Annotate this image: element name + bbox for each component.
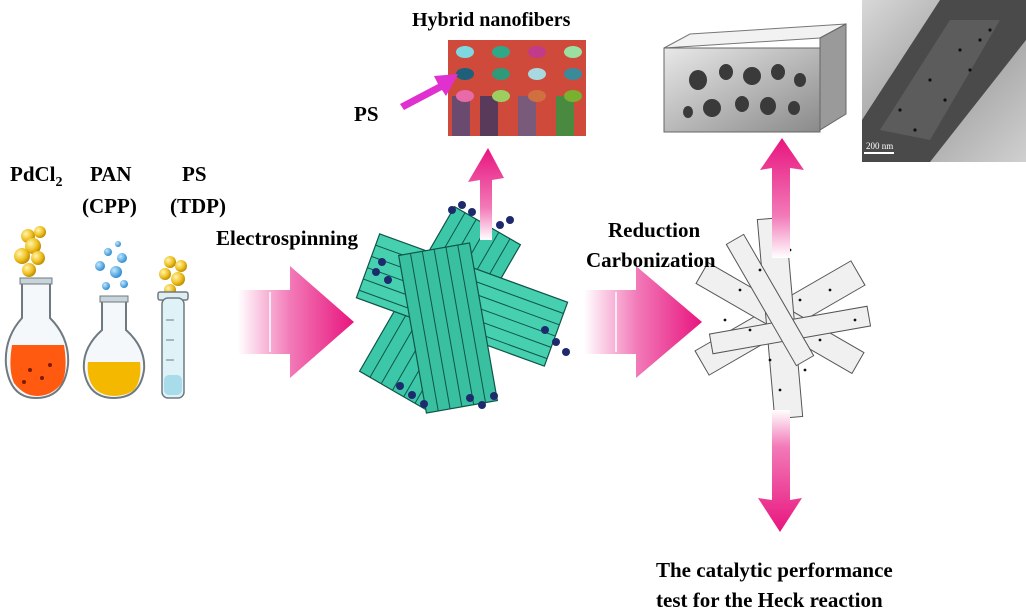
- block-dot: [564, 90, 582, 102]
- blue-bubbles: [95, 241, 128, 290]
- block-dot: [492, 90, 510, 102]
- carbonization-label: Carbonization: [586, 250, 716, 271]
- electrospinning-arrow: [238, 266, 354, 378]
- electrospinning-label: Electrospinning: [216, 228, 358, 249]
- block-dot: [528, 90, 546, 102]
- tem-micrograph: [862, 0, 1026, 162]
- hybrid-nanofibers-label: Hybrid nanofibers: [412, 10, 570, 30]
- block-dot: [456, 46, 474, 58]
- block-dot: [564, 46, 582, 58]
- pdcl2-flask: [6, 226, 68, 398]
- catalytic-line2: test for the Heck reaction: [656, 590, 883, 611]
- cpp-label: (CPP): [82, 196, 137, 217]
- carbon-down-arrow: [758, 410, 802, 532]
- pan-flask: [84, 241, 144, 398]
- block-dot: [528, 68, 546, 80]
- porous-block: [664, 24, 846, 132]
- pdcl2-label: PdCl2: [10, 164, 63, 190]
- pan-label: PAN: [90, 164, 132, 185]
- gold-bubbles-right: [159, 256, 187, 296]
- ps-arrow-label: PS: [354, 104, 379, 125]
- ps-reagent-label: PS: [182, 164, 207, 185]
- block-dot: [456, 68, 474, 80]
- block-dot: [528, 46, 546, 58]
- catalytic-line1: The catalytic performance: [656, 560, 893, 581]
- hybrid-nanofiber-block: [448, 40, 586, 136]
- block-dot: [492, 68, 510, 80]
- pdcl2-main: PdCl: [10, 162, 56, 186]
- pdcl2-subscript: 2: [56, 175, 63, 190]
- tdp-label: (TDP): [170, 196, 226, 217]
- ps-tube: [158, 256, 188, 398]
- gold-bubbles-left: [14, 226, 46, 277]
- block-dot: [456, 90, 474, 102]
- tem-scale-label: 200 nm: [866, 142, 893, 151]
- hybrid-fiber-bundle: [356, 201, 570, 413]
- reduction-arrow: [584, 266, 702, 378]
- reduction-label: Reduction: [608, 220, 700, 241]
- block-dot: [492, 46, 510, 58]
- block-dot: [564, 68, 582, 80]
